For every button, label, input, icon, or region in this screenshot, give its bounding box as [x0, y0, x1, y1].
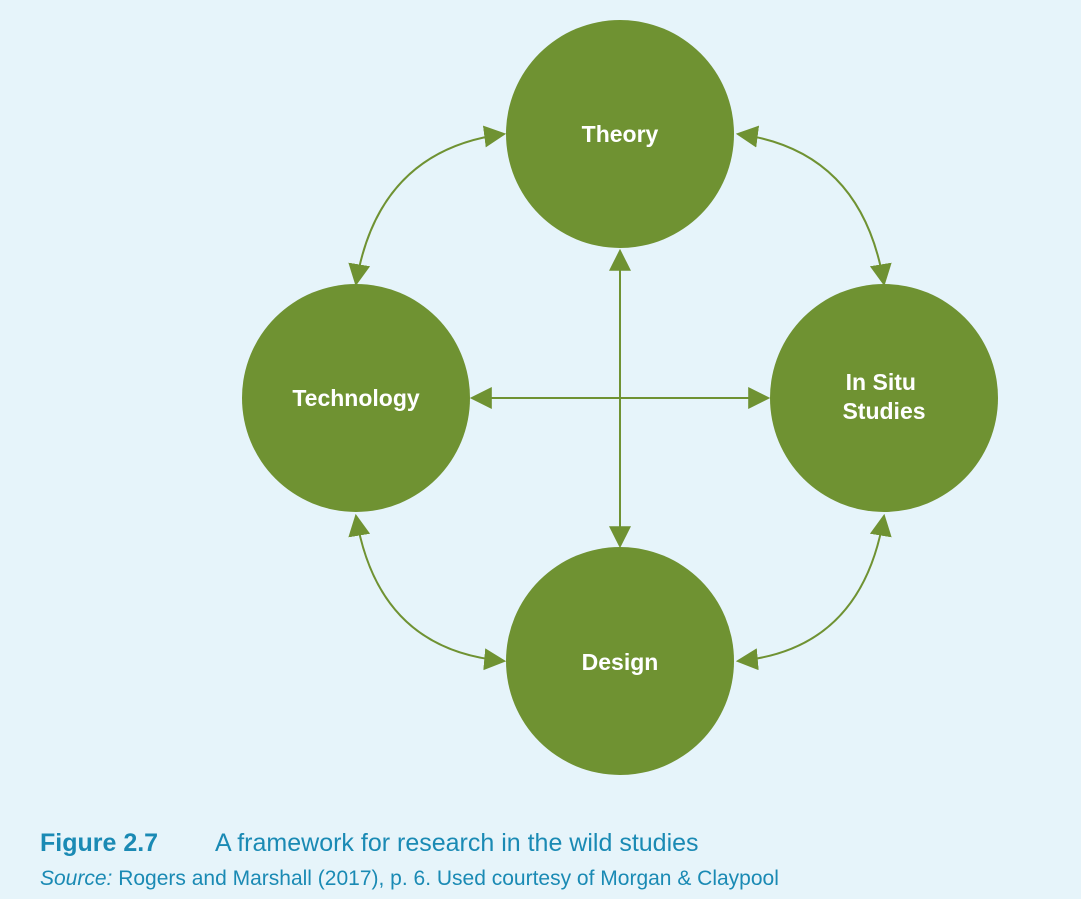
- node-technology-label: Technology: [292, 385, 420, 411]
- node-technology: Technology: [242, 284, 470, 512]
- arrow-technology-theory: [348, 125, 507, 287]
- source-label: Source:: [40, 867, 113, 890]
- node-design-label: Design: [582, 649, 659, 675]
- node-theory: Theory: [506, 20, 734, 248]
- node-in-situ-studies-label: In Situ Studies: [842, 369, 925, 424]
- node-design: Design: [506, 547, 734, 775]
- figure-source: Source: Rogers and Marshall (2017), p. 6…: [40, 864, 779, 894]
- node-theory-label: Theory: [582, 121, 659, 147]
- arrow-theory-insitu: [735, 125, 892, 287]
- arrow-insitu-design: [735, 513, 892, 671]
- source-text: Rogers and Marshall (2017), p. 6. Used c…: [112, 867, 779, 890]
- figure-title: A framework for research in the wild stu…: [215, 829, 699, 857]
- figure-number: Figure 2.7: [40, 829, 159, 857]
- node-in-situ-studies: In Situ Studies: [770, 284, 998, 512]
- arrow-design-technology: [348, 513, 507, 671]
- figure-caption: Figure 2.7 A framework for research in th…: [40, 826, 699, 860]
